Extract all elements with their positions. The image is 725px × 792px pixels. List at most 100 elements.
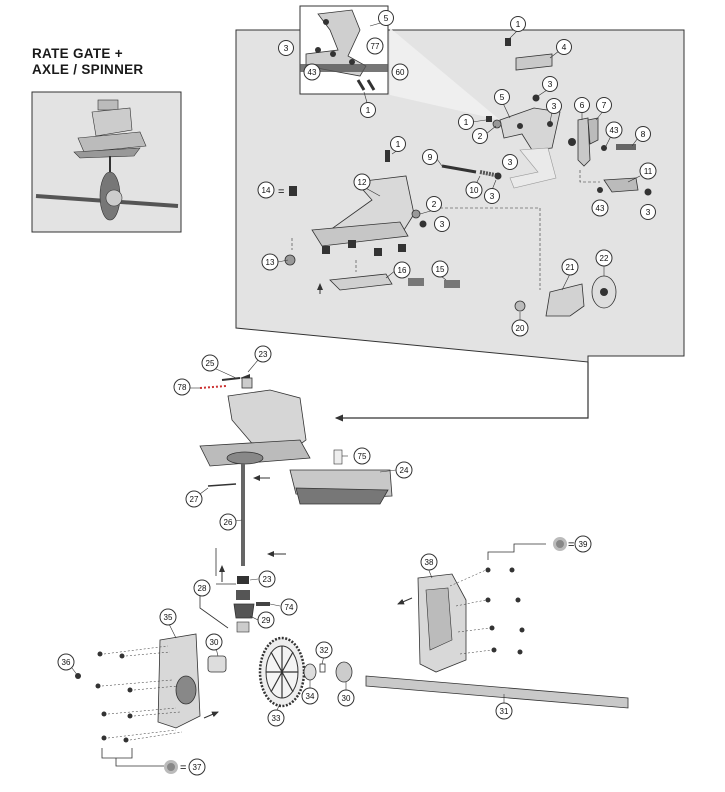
callout-label: 1: [396, 139, 401, 149]
callout-label: 2: [432, 199, 437, 209]
callout-label: 15: [436, 265, 445, 274]
callout-label: 16: [398, 266, 407, 275]
callout-label: 10: [470, 186, 479, 195]
callout-c22: 22: [595, 249, 613, 267]
callout-c5b: 5: [378, 10, 394, 26]
callout-c39: 39: [574, 535, 592, 553]
callout-label: 5: [384, 13, 389, 23]
callout-label: 35: [164, 613, 173, 622]
callout-label: 24: [400, 466, 409, 475]
leader-lines: [71, 21, 641, 713]
callout-label: 3: [284, 43, 289, 53]
callout-label: 3: [440, 219, 445, 229]
callout-c8: 8: [635, 126, 651, 142]
callout-label: 30: [342, 694, 351, 703]
callout-c13: 13: [261, 253, 279, 271]
callout-label: 1: [366, 105, 371, 115]
callout-c23b: 23: [258, 570, 276, 588]
callout-c29: 29: [257, 611, 275, 629]
callout-label: 23: [259, 350, 268, 359]
callout-c3d: 3: [484, 188, 500, 204]
callout-label: 12: [358, 178, 367, 187]
callout-c3g: 3: [278, 40, 294, 56]
callout-label: 8: [641, 129, 646, 139]
callout-label: 60: [396, 68, 405, 77]
connector-arrow: [334, 362, 589, 422]
callout-c4: 4: [556, 39, 572, 55]
callout-label: 13: [266, 258, 275, 267]
callout-c3f: 3: [434, 216, 450, 232]
eq-39: =: [568, 539, 574, 551]
callout-label: 28: [198, 584, 207, 593]
callout-c38: 38: [420, 553, 438, 571]
callout-c1b: 1: [458, 114, 474, 130]
callout-label: 36: [62, 658, 71, 667]
callout-c12: 12: [353, 173, 371, 191]
callout-label: 3: [646, 207, 651, 217]
callout-c33: 33: [267, 709, 285, 727]
callout-label: 39: [579, 540, 588, 549]
callout-c7: 7: [596, 97, 612, 113]
callout-c14: 14: [257, 181, 275, 199]
callout-c34: 34: [301, 687, 319, 705]
callout-c75: 75: [353, 447, 371, 465]
callout-label: 34: [306, 692, 315, 701]
callout-label: 27: [190, 495, 199, 504]
callout-label: 77: [371, 42, 380, 51]
callout-c37: 37: [188, 758, 206, 776]
callout-c3e: 3: [640, 204, 656, 220]
callout-label: 38: [425, 558, 434, 567]
callout-label: 3: [548, 79, 553, 89]
callout-label: 4: [562, 42, 567, 52]
lower-assembly: [75, 374, 629, 774]
callout-c20: 20: [511, 319, 529, 337]
eq-14: =: [278, 186, 284, 198]
callout-c21: 21: [561, 258, 579, 276]
callout-c2a: 2: [472, 128, 488, 144]
callout-label: 29: [262, 616, 271, 625]
callout-c3a: 3: [542, 76, 558, 92]
callout-label: 14: [262, 186, 271, 195]
callout-c30a: 30: [205, 633, 223, 651]
callout-c28: 28: [193, 579, 211, 597]
callout-c15: 15: [431, 260, 449, 278]
callout-c11: 11: [639, 162, 657, 180]
callout-label: 26: [224, 518, 233, 527]
thumbnail-assembly: [35, 99, 179, 221]
callout-label: 3: [552, 101, 557, 111]
callout-label: 1: [464, 117, 469, 127]
callout-label: 22: [600, 254, 609, 263]
callout-c1d: 1: [360, 102, 376, 118]
callout-c26: 26: [219, 513, 237, 531]
callout-label: 30: [210, 638, 219, 647]
callout-label: 3: [508, 157, 513, 167]
callout-label: 32: [320, 646, 329, 655]
callout-c1c: 1: [390, 136, 406, 152]
callout-c2b: 2: [426, 196, 442, 212]
callout-label: 23: [263, 575, 272, 584]
callout-c24: 24: [395, 461, 413, 479]
callout-label: 75: [358, 452, 367, 461]
diagram-title: RATE GATE + AXLE / SPINNER: [32, 46, 143, 78]
inset-bracket: [300, 9, 388, 91]
callout-c78: 78: [173, 378, 191, 396]
callout-label: 3: [490, 191, 495, 201]
motion-arrows: [203, 283, 413, 719]
callout-c27: 27: [185, 490, 203, 508]
callout-c3b: 3: [546, 98, 562, 114]
callout-c10: 10: [465, 181, 483, 199]
callout-c32: 32: [315, 641, 333, 659]
callout-c6: 6: [574, 97, 590, 113]
callout-label: 20: [516, 324, 525, 333]
callout-label: 25: [206, 359, 215, 368]
callout-label: 33: [272, 714, 281, 723]
callout-label: 37: [193, 763, 202, 772]
callout-c60: 60: [391, 63, 409, 81]
callout-c35: 35: [159, 608, 177, 626]
callout-label: 1: [516, 19, 521, 29]
guide-lines: [291, 170, 600, 290]
callout-c43b: 43: [591, 199, 609, 217]
callout-label: 43: [596, 204, 605, 213]
